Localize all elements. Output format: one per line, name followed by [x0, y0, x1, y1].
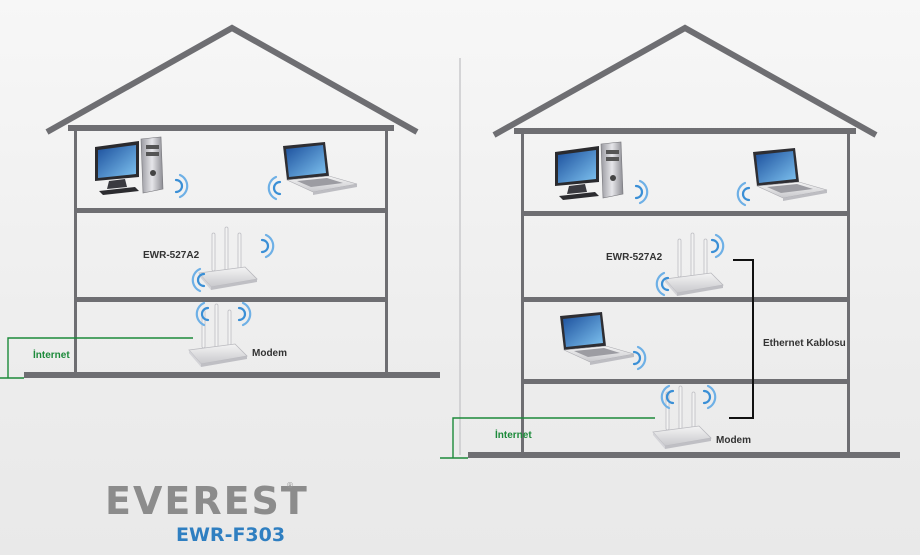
- modem-label: Modem: [252, 348, 287, 359]
- wifi-waves-icon: [634, 179, 649, 205]
- right-roof: [492, 24, 878, 138]
- internet-line: [452, 417, 655, 458]
- wifi-waves-icon: [710, 233, 725, 259]
- brand-logo: EVEREST: [105, 479, 309, 523]
- wifi-waves-icon: [260, 233, 275, 259]
- extender-label: EWR-527A2: [606, 252, 663, 263]
- left-house: EWR-527A2 Modem İnternet: [0, 24, 440, 379]
- wifi-waves-icon: [702, 384, 717, 410]
- wifi-waves-icon: [237, 301, 252, 327]
- wifi-waves-icon: [174, 173, 189, 199]
- right-ground: [468, 452, 900, 458]
- internet-label: İnternet: [495, 428, 532, 441]
- ethernet-cable-line: [729, 259, 754, 419]
- wifi-waves-icon: [632, 345, 647, 371]
- laptop-icon: [282, 141, 358, 196]
- internet-line: [7, 337, 193, 378]
- internet-label: İnternet: [33, 348, 70, 361]
- wifi-waves-icon: [736, 181, 751, 207]
- wifi-waves-icon: [655, 271, 670, 297]
- extender-label: EWR-527A2: [143, 250, 200, 261]
- left-roof: [45, 24, 419, 135]
- router-icon: [664, 232, 724, 297]
- desktop-pc-icon: [554, 141, 624, 201]
- wifi-waves-icon: [267, 175, 282, 201]
- modem-label: Modem: [716, 435, 751, 446]
- model-name: EWR-F303: [176, 524, 285, 546]
- left-ground: [24, 372, 440, 378]
- desktop-pc-icon: [94, 136, 164, 196]
- registered-mark: ®: [286, 481, 294, 490]
- laptop-icon: [559, 311, 635, 366]
- right-house: EWR-527A2 Modem Ethernet Kablosu İnterne…: [440, 24, 900, 459]
- ethernet-cable-label: Ethernet Kablosu: [763, 338, 846, 349]
- router-icon: [198, 226, 258, 291]
- laptop-icon: [752, 147, 828, 202]
- brand-block: EVEREST ® EWR-F303: [105, 479, 309, 546]
